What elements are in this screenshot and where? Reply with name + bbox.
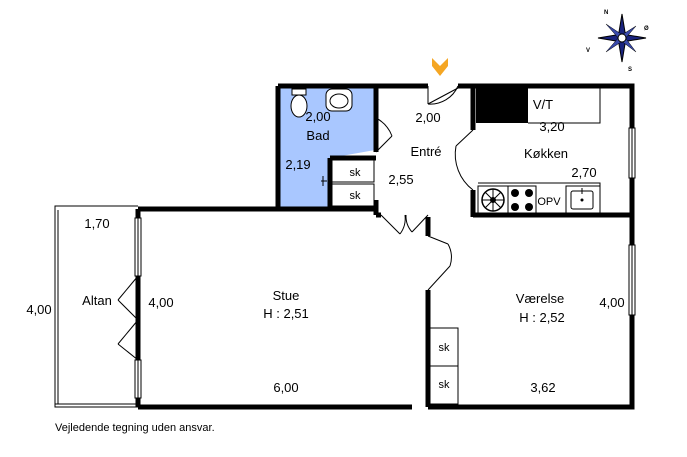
stue-name: Stue [273,288,300,303]
stue-width: 6,00 [273,380,298,395]
cooktop-icon [511,189,533,211]
windows [134,127,636,399]
entre-name: Entré [410,144,441,159]
entre-depth: 2,55 [388,172,413,187]
closet-label-3: sk [439,342,451,354]
shower-icon [321,176,327,186]
washbasin-icon [325,88,353,112]
vaerelse-depth: 4,00 [599,295,624,310]
entrance-marker [432,58,448,76]
compass-s: S [628,67,632,73]
interior-walls [278,86,632,407]
fan-icon [481,188,505,212]
compass-rose: N Ø S V [586,10,649,73]
doors [117,85,474,361]
kokken-depth: 2,70 [571,165,596,180]
closet-label-1: sk [350,167,362,179]
compass-e: Ø [644,26,649,32]
kokken-opv: OPV [537,196,561,208]
closets-entry [331,159,375,207]
vaerelse-width: 3,62 [530,380,555,395]
toilet-icon [290,88,308,118]
vaerelse-height: H : 2,52 [519,310,565,325]
balcony-outline [54,205,138,408]
closet-label-4: sk [439,379,451,391]
altan-width: 1,70 [84,216,109,231]
kokken-width: 3,20 [539,119,564,134]
vaerelse-name: Værelse [516,291,564,306]
bad-depth: 2,19 [285,157,310,172]
altan-depth: 4,00 [26,302,51,317]
kitchen-column [476,88,528,123]
compass-n: N [604,10,608,16]
stue-height: H : 2,51 [263,306,309,321]
kokken-name: Køkken [524,146,568,161]
altan-name: Altan [82,293,112,308]
disclaimer: Vejledende tegning uden ansvar. [55,422,215,434]
compass-w: V [586,48,590,54]
sink-icon [570,188,594,210]
exterior-walls [135,83,635,410]
kokken-vt: V/T [533,97,553,112]
entre-width: 2,00 [415,110,440,125]
bad-width: 2,00 [305,109,330,124]
stue-depth: 4,00 [148,295,173,310]
closets-bedroom [429,327,459,405]
bad-name: Bad [306,128,329,143]
closet-label-2: sk [350,190,362,202]
